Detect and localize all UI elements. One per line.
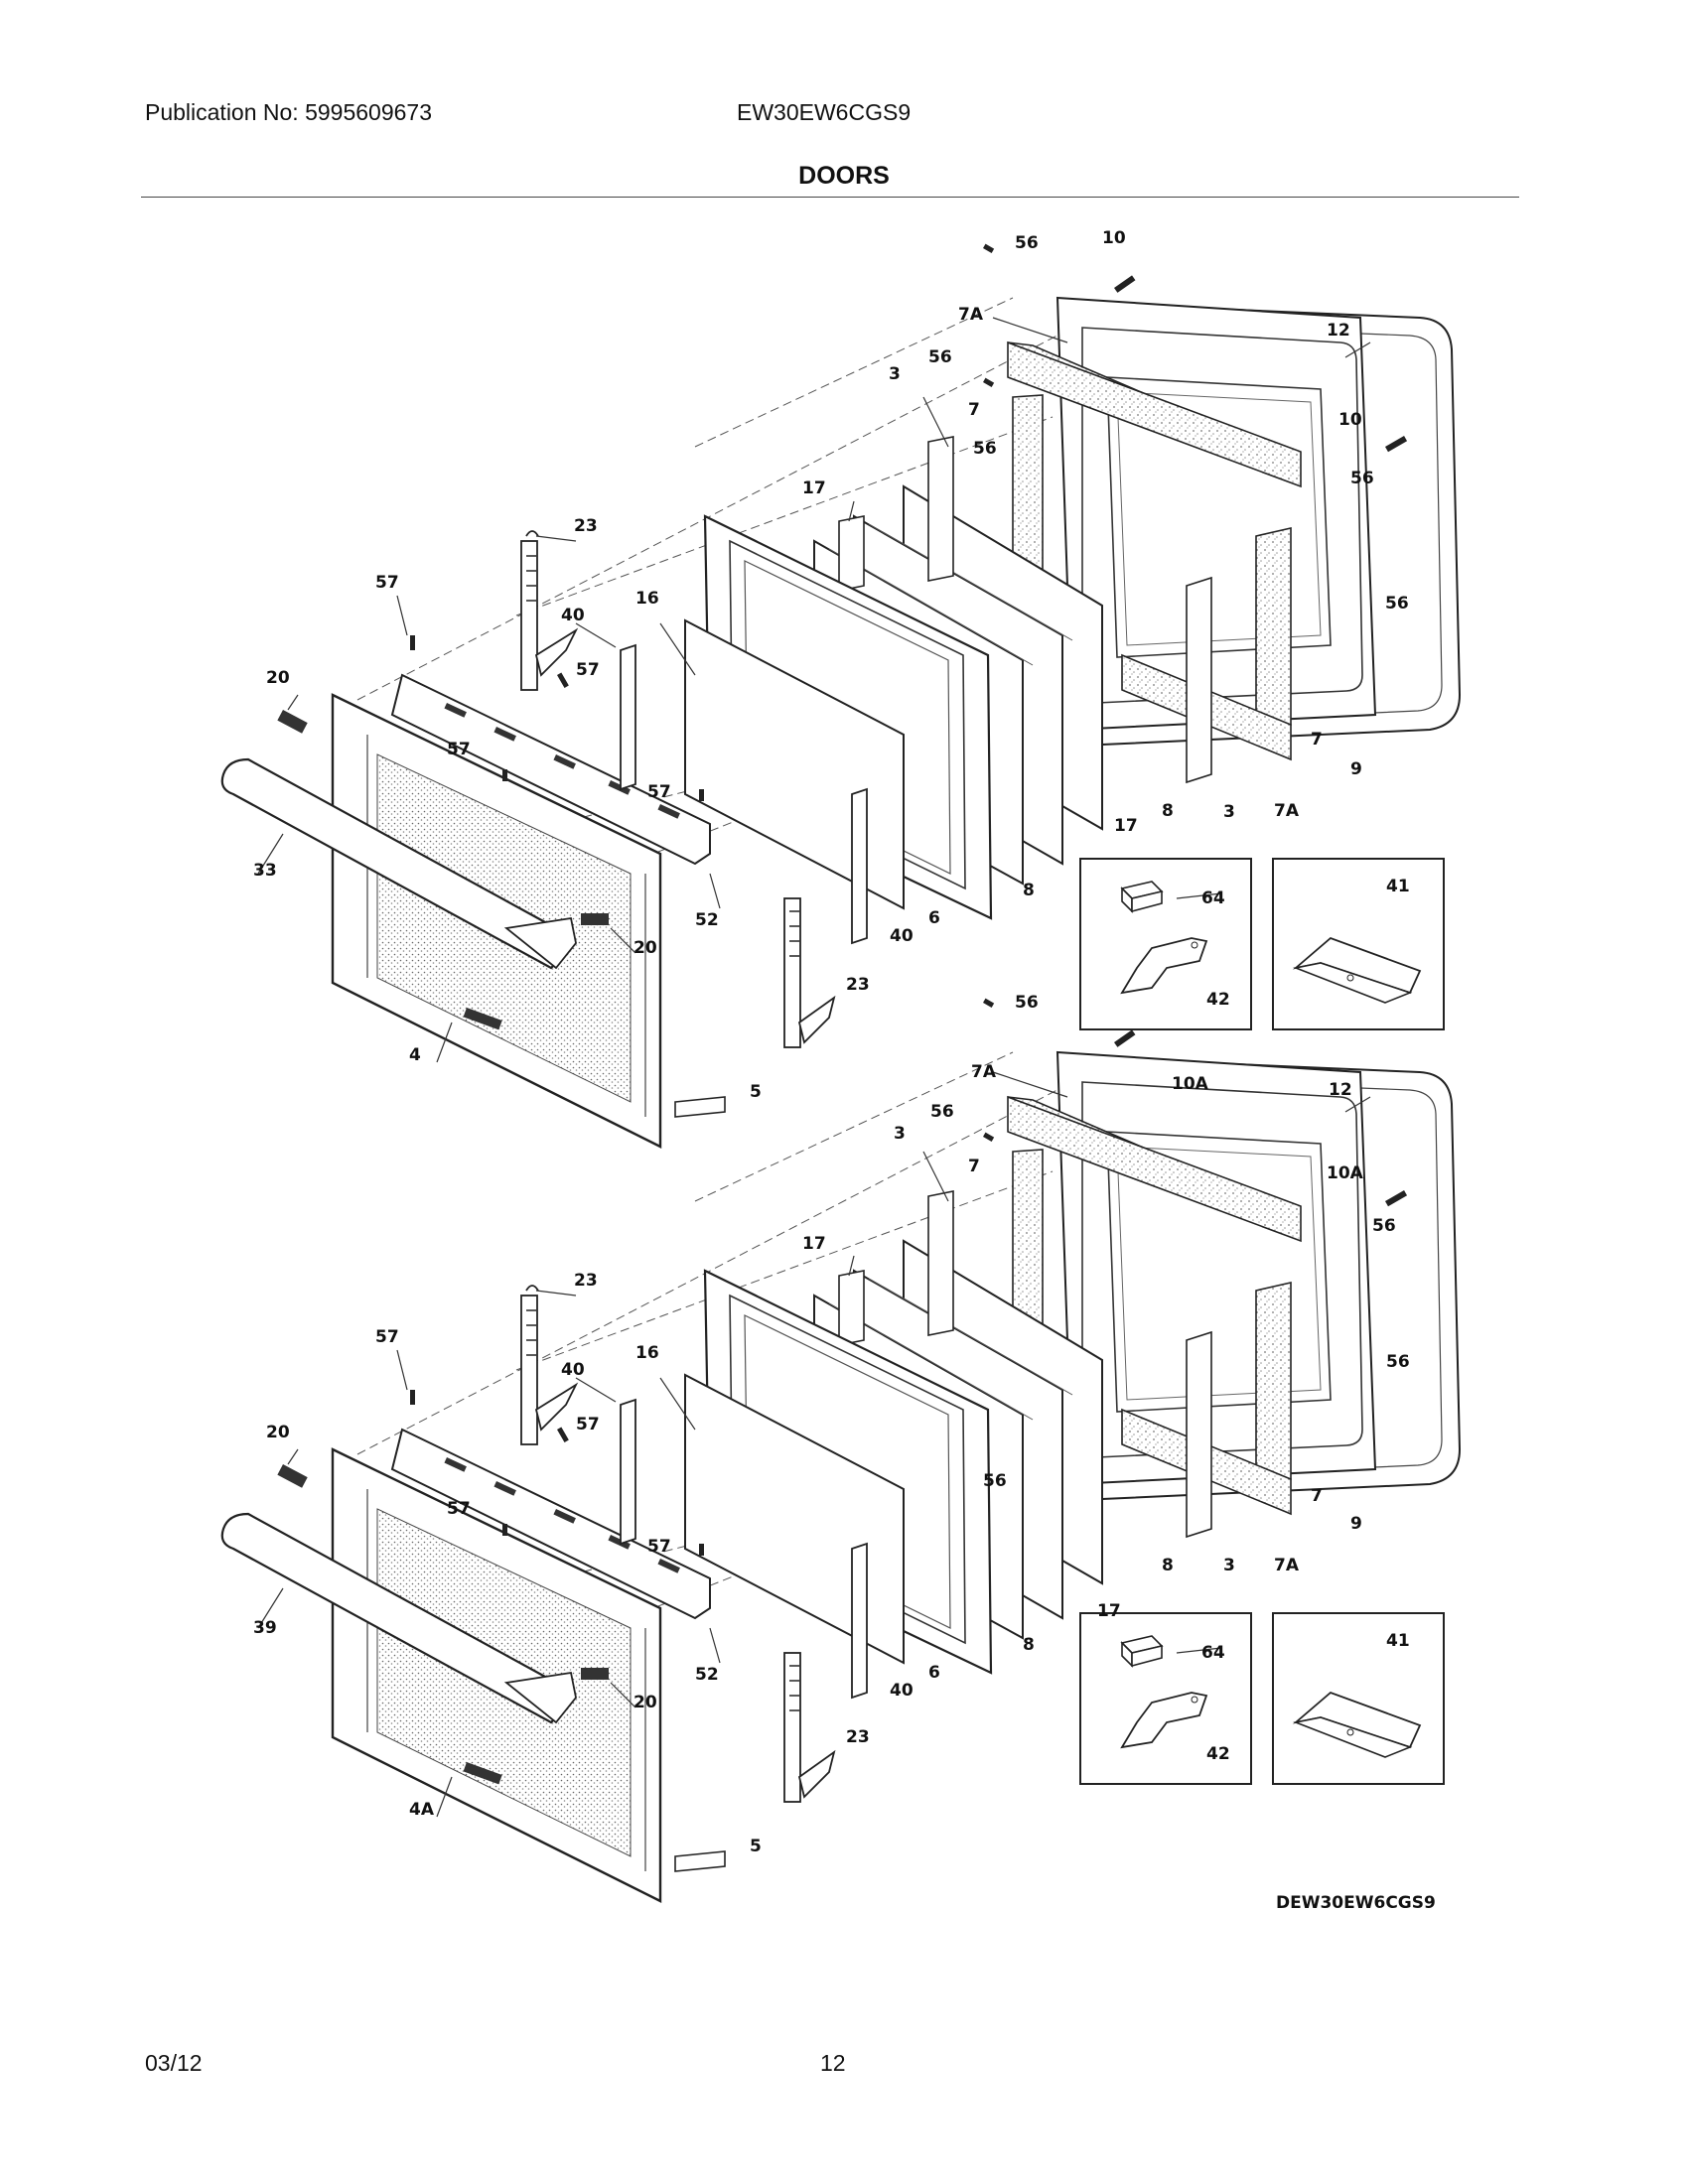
lower-callout-label: 57 [447,1499,471,1519]
upper-callout-label: 56 [1385,594,1409,614]
lower-callout-label: 56 [983,1471,1007,1491]
upper-callout-label: 56 [973,439,997,459]
upper-callout-label: 5 [750,1082,762,1102]
upper-callout-label: 64 [1201,888,1225,908]
upper-callout-label: 40 [890,926,914,946]
lower-callout-label: 7A [1274,1556,1300,1575]
upper-callout-label: 23 [846,975,870,995]
upper-callout-label: 4 [409,1045,421,1065]
lower-callout-label: 4A [409,1800,435,1820]
upper-callout-label: 3 [1223,802,1235,822]
lower-callout-label: 12 [1329,1080,1352,1100]
upper-callout-label: 8 [1162,801,1174,821]
upper-callout-label: 7A [958,305,984,325]
lower-callout-label: 39 [253,1618,277,1638]
lower-callout-label: 57 [375,1327,399,1347]
lower-callout-label: 64 [1201,1643,1225,1663]
lower-callout-label: 56 [1372,1216,1396,1236]
page-number: 12 [820,2050,846,2076]
upper-door-assembly [220,242,1462,1149]
upper-callout-label: 57 [375,573,399,593]
lower-callout-label: 7 [968,1157,980,1176]
lower-callout-label: 7 [1311,1486,1323,1506]
model-number: EW30EW6CGS9 [737,99,912,125]
lower-callout-label: 10A [1327,1163,1364,1183]
lower-callout-label: 16 [635,1343,659,1363]
upper-callout-label: 56 [928,347,952,367]
lower-callout-label: 23 [574,1271,598,1291]
lower-callout-label: 56 [1015,993,1039,1013]
lower-callout-label: 52 [695,1665,719,1685]
lower-callout-label: 17 [1097,1601,1121,1621]
lower-callout-label: 7A [971,1062,997,1082]
footer-date: 03/12 [145,2050,203,2076]
lower-callout-label: 23 [846,1727,870,1747]
lower-callout-label: 5 [750,1837,762,1856]
upper-callout-label: 10 [1338,410,1362,430]
lower-callout-label: 10A [1172,1074,1209,1094]
upper-callout-label: 6 [928,908,940,928]
upper-callout-label: 20 [633,938,657,958]
upper-callout-label: 8 [1023,881,1035,900]
publication-number: Publication No: 5995609673 [145,99,433,125]
upper-callout-label: 3 [889,364,901,384]
lower-callout-label: 6 [928,1663,940,1683]
lower-door-assembly [220,997,1462,1903]
lower-callout-label: 40 [890,1681,914,1701]
lower-callout-label: 8 [1162,1556,1174,1575]
upper-callout-label: 7A [1274,801,1300,821]
lower-callout-label: 57 [647,1537,671,1557]
lower-callout-label: 3 [894,1124,906,1144]
upper-callout-label: 9 [1350,759,1362,779]
page-title: DOORS [798,162,890,190]
upper-callout-label: 40 [561,606,585,625]
upper-callout-label: 57 [447,740,471,759]
upper-callout-label: 57 [647,782,671,802]
header-divider [141,197,1519,198]
lower-callout-label: 20 [266,1423,290,1442]
upper-callout-label: 33 [253,861,277,881]
lower-callout-label: 56 [1386,1352,1410,1372]
lower-callout-label: 42 [1206,1744,1230,1764]
upper-callout-label: 20 [266,668,290,688]
upper-callout-label: 56 [1350,469,1374,488]
upper-callout-label: 12 [1327,321,1350,341]
lower-callout-label: 17 [802,1234,826,1254]
upper-callout-label: 7 [1311,730,1323,750]
upper-callout-label: 16 [635,589,659,609]
lower-callout-label: 3 [1223,1556,1235,1575]
lower-callout-label: 8 [1023,1635,1035,1655]
upper-callout-label: 41 [1386,877,1410,896]
lower-callout-label: 56 [930,1102,954,1122]
lower-callout-label: 20 [633,1693,657,1712]
lower-callout-label: 41 [1386,1631,1410,1651]
diagram-code: DEW30EW6CGS9 [1276,1893,1436,1913]
upper-callout-label: 17 [1114,816,1138,836]
upper-callout-label: 17 [802,478,826,498]
upper-callout-label: 56 [1015,233,1039,253]
lower-callout-label: 57 [576,1415,600,1434]
upper-callout-label: 42 [1206,990,1230,1010]
lower-callout-label: 9 [1350,1514,1362,1534]
lower-callout-label: 40 [561,1360,585,1380]
upper-callout-label: 52 [695,910,719,930]
upper-callout-label: 10 [1102,228,1126,248]
upper-callout-label: 7 [968,400,980,420]
upper-callout-label: 23 [574,516,598,536]
upper-callout-label: 57 [576,660,600,680]
